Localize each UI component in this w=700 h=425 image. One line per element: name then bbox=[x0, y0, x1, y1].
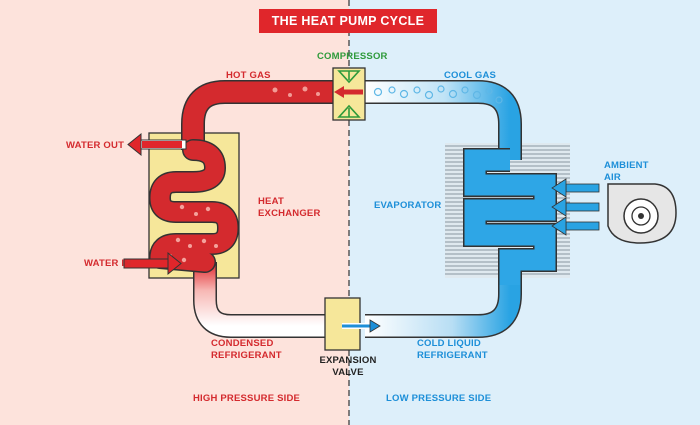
cold-liquid-refrigerant-label-line2: REFRIGERANT bbox=[417, 350, 488, 361]
evaporator-coil bbox=[463, 148, 557, 290]
heat-exchanger-label-line1: HEAT bbox=[258, 196, 284, 207]
evaporator-label: EVAPORATOR bbox=[374, 200, 442, 211]
cool-gas-label: COOL GAS bbox=[444, 70, 497, 81]
cool-gas-pipe bbox=[365, 80, 522, 160]
expansion-valve bbox=[324, 297, 381, 351]
ambient-air-label-line1: AMBIENT bbox=[604, 160, 649, 171]
ambient-air-label: AMBIENT AIR bbox=[604, 160, 649, 184]
ambient-air-arrows bbox=[551, 178, 600, 236]
condensed-refrigerant-label-line2: REFRIGERANT bbox=[211, 350, 282, 361]
water-out-arrow bbox=[127, 132, 187, 157]
heat-exchanger-label: HEAT EXCHANGER bbox=[258, 196, 321, 220]
hot-gas-pipe bbox=[181, 80, 333, 150]
water-out-label: WATER OUT bbox=[66, 140, 125, 151]
high-pressure-side-label: HIGH PRESSURE SIDE bbox=[193, 393, 301, 404]
hot-gas-label: HOT GAS bbox=[226, 70, 271, 81]
heat-exchanger-label-line2: EXCHANGER bbox=[258, 208, 321, 219]
condensed-refrigerant-label-line1: CONDENSED bbox=[211, 338, 274, 349]
expansion-valve-label: EXPANSION VALVE bbox=[318, 355, 378, 379]
condensed-pipe bbox=[193, 262, 333, 338]
water-in-label: WATER IN bbox=[84, 258, 132, 269]
expansion-valve-label-line1: EXPANSION bbox=[319, 355, 377, 366]
compressor-label: COMPRESSOR bbox=[317, 51, 388, 62]
low-pressure-side-label: LOW PRESSURE SIDE bbox=[386, 393, 492, 404]
cold-liquid-refrigerant-label: COLD LIQUID REFRIGERANT bbox=[417, 338, 488, 362]
water-in-arrow bbox=[123, 251, 182, 276]
cold-liquid-pipe bbox=[365, 282, 522, 338]
compressor bbox=[332, 67, 366, 121]
diagram-title: THE HEAT PUMP CYCLE bbox=[259, 9, 437, 33]
cold-liquid-refrigerant-label-line1: COLD LIQUID bbox=[417, 338, 481, 349]
condensed-refrigerant-label: CONDENSED REFRIGERANT bbox=[211, 338, 282, 362]
expansion-valve-label-line2: VALVE bbox=[332, 367, 364, 378]
ambient-air-label-line2: AIR bbox=[604, 172, 621, 183]
fan-icon bbox=[607, 183, 677, 244]
